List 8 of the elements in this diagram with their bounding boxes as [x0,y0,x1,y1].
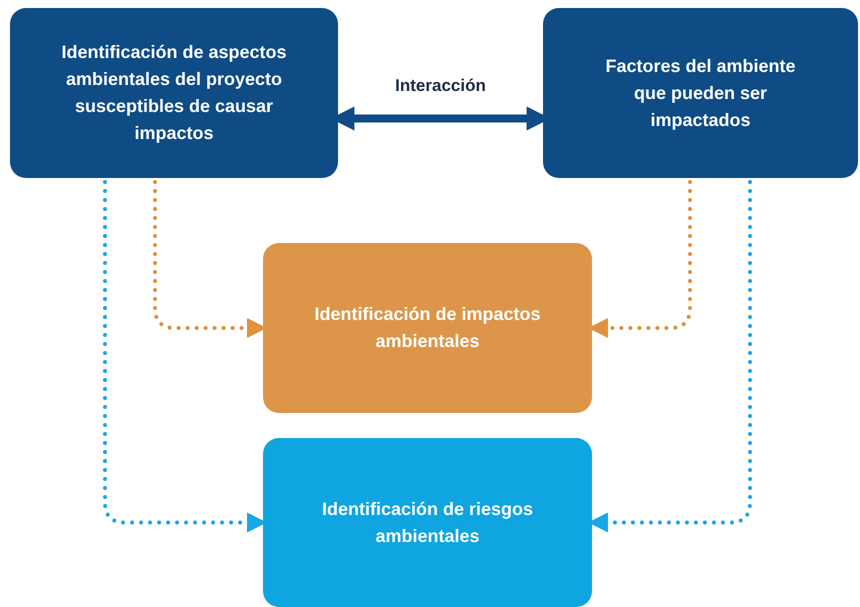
box-text: Identificación de aspectos ambientales del proyecto susceptibles de causar impactos [60,41,288,145]
box-text: Identificación de riesgos ambientales [320,498,534,548]
box-text: Factores del ambiente que pueden ser impactados [604,54,797,132]
process-box [263,243,592,413]
process-box [263,438,592,607]
box-text: Identificación de impactos ambientales [313,303,542,353]
process-box [10,8,338,178]
process-box [543,8,858,178]
